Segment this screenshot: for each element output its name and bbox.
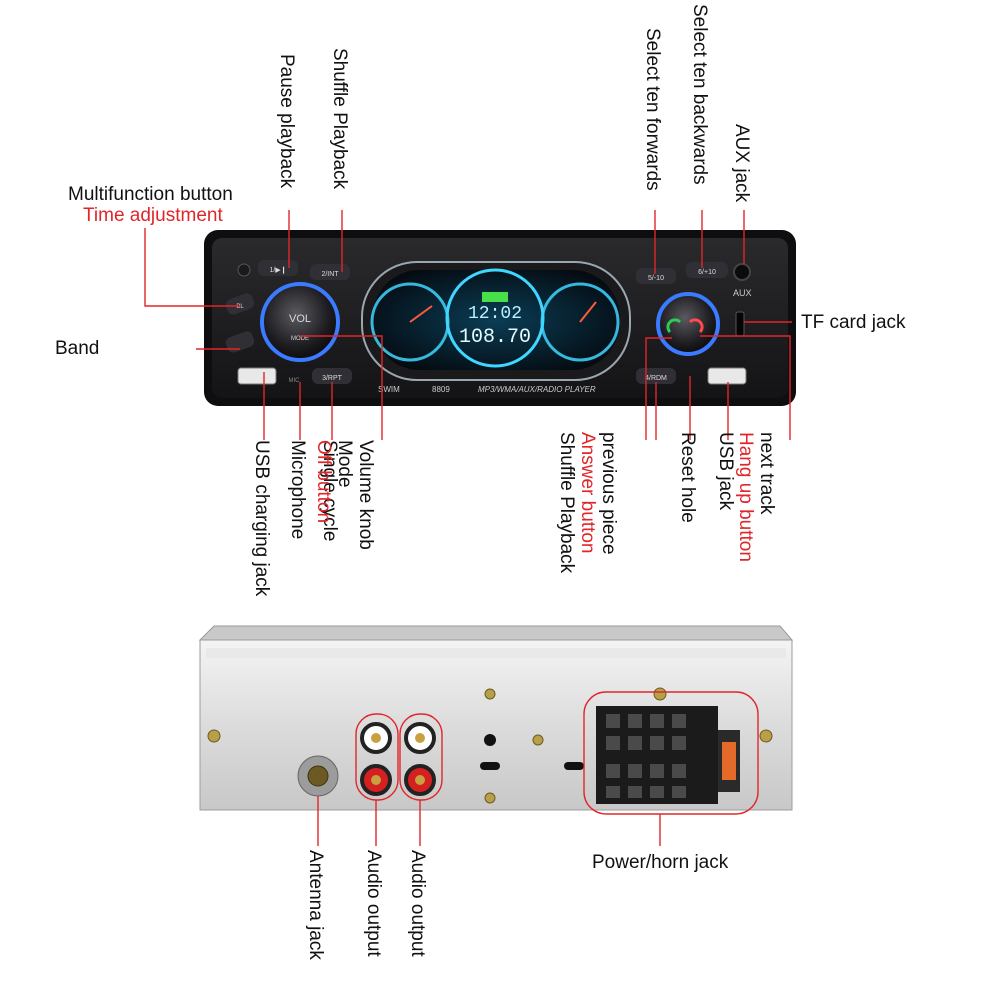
rear-slot: [480, 762, 500, 770]
button-1-label: 1/▶❙: [269, 266, 286, 274]
button-5-label: 5/-10: [648, 275, 664, 282]
display-screen: [372, 270, 620, 370]
usb-charging-port: [237, 367, 277, 385]
label-answer-group: previous piece Answer button Shuffle Pla…: [556, 432, 619, 573]
label-power-horn: Power/horn jack: [592, 852, 729, 873]
button-row-top-left: 1/▶❙ 2/INT: [258, 260, 350, 280]
label-shuffle-top: Shuffle Playback: [329, 48, 350, 190]
rca-pin: [371, 733, 381, 743]
label-volume-group: Volume knob Mode Off button: [313, 440, 376, 590]
label-off-button: Off button: [313, 440, 334, 524]
label-shuffle-bottom: Shuffle Playback: [556, 432, 577, 574]
vol-text: VOL: [289, 313, 311, 325]
label-previous-piece: previous piece: [598, 432, 619, 555]
rear-top-edge: [198, 625, 794, 641]
band-button[interactable]: [224, 330, 256, 355]
label-time-adjustment: Time adjustment: [83, 205, 223, 226]
label-hangup-group: next track Hang up button: [735, 432, 777, 562]
label-microphone: Microphone: [287, 440, 308, 540]
screw-icon: [484, 688, 496, 700]
tuning-knob[interactable]: [656, 292, 720, 356]
usb-port: [707, 367, 747, 385]
leader-volume: [300, 335, 383, 440]
screw-icon: [653, 687, 667, 701]
label-usb-charging: USB charging jack: [251, 440, 272, 597]
label-select-forwards: Select ten forwards: [642, 28, 663, 191]
volume-knob[interactable]: [260, 282, 340, 362]
button-row-top-right: 5/-10 6/+10: [636, 262, 728, 284]
tf-card-slot: [735, 311, 745, 337]
radio-front-unit: 12:02 108.70 VOL MODE 1/▶❙ 2/INT 5/-10 6…: [204, 230, 796, 406]
audio-output-2-highlight: [399, 713, 443, 801]
rca-pin: [371, 775, 381, 785]
mic-label: MIC: [289, 378, 301, 384]
bl-button-label: BL: [236, 304, 244, 310]
button-2-label: 2/INT: [321, 271, 339, 278]
power-horn-highlight: [583, 691, 759, 815]
label-volume-knob: Volume knob: [355, 440, 376, 550]
button-2[interactable]: [310, 264, 350, 280]
aux-text: AUX: [733, 288, 752, 298]
fuse: [722, 742, 736, 780]
rear-top-strip: [206, 648, 786, 658]
label-audio-output-2: Audio output: [407, 850, 428, 957]
display-gauge-center: [445, 268, 545, 368]
button-3[interactable]: [312, 368, 352, 384]
leader-multifunction: [144, 228, 240, 307]
label-usb-jack: USB jack: [715, 432, 736, 511]
label-hang-up: Hang up button: [735, 432, 756, 562]
button-6[interactable]: [686, 262, 728, 278]
multifunction-button[interactable]: [237, 263, 251, 277]
screw-icon: [484, 792, 496, 804]
bl-button[interactable]: [224, 292, 256, 317]
rear-slot: [564, 762, 584, 770]
rca-pin: [415, 733, 425, 743]
leader-answer: [645, 337, 672, 440]
needle-left: [409, 305, 433, 323]
needle-right: [579, 301, 597, 323]
label-multifunction: Multifunction button: [68, 184, 233, 205]
label-antenna: Antenna jack: [305, 850, 326, 960]
hangup-phone-icon: [688, 318, 704, 334]
label-aux-jack: AUX jack: [731, 124, 752, 203]
screw-icon: [532, 734, 544, 746]
button-5[interactable]: [636, 268, 676, 284]
label-pause: Pause playback: [276, 54, 297, 189]
label-answer-button: Answer button: [577, 432, 598, 554]
screw-icon: [759, 729, 773, 743]
button-1[interactable]: [258, 260, 298, 276]
iso-pins: [606, 714, 686, 798]
leader-hangup: [700, 335, 791, 440]
rca-jacks: [360, 722, 436, 796]
radio-rear-unit: [198, 625, 794, 815]
display-time: 12:02: [468, 304, 522, 324]
brand-text: SWIM: [378, 385, 400, 394]
button-4-label: 4/RDM: [645, 375, 667, 382]
rca-pin: [415, 775, 425, 785]
label-reset-hole: Reset hole: [677, 432, 698, 523]
mode-text: MODE: [291, 336, 309, 342]
button-6-label: 6/+10: [698, 269, 716, 276]
aux-jack: [733, 263, 751, 281]
rear-hole: [484, 734, 496, 746]
player-label-text: MP3/WMA/AUX/RADIO PLAYER: [478, 385, 596, 394]
answer-phone-icon: [666, 318, 682, 334]
button-3-label: 3/RPT: [322, 375, 343, 382]
screw-icon: [207, 729, 221, 743]
model-text: 8809: [432, 385, 450, 394]
label-mode: Mode: [334, 440, 355, 488]
label-tf-card: TF card jack: [801, 312, 906, 333]
antenna-jack-core: [307, 765, 329, 787]
label-audio-output-1: Audio output: [363, 850, 384, 957]
label-select-backwards: Select ten backwards: [689, 4, 710, 185]
label-next-track: next track: [756, 432, 777, 515]
display-frequency: 108.70: [459, 326, 531, 349]
audio-output-1-highlight: [355, 713, 399, 801]
rear-leader-lines: [317, 796, 661, 846]
label-band: Band: [55, 338, 100, 359]
front-leader-lines: [144, 210, 792, 440]
display-green-indicator: [482, 292, 508, 302]
